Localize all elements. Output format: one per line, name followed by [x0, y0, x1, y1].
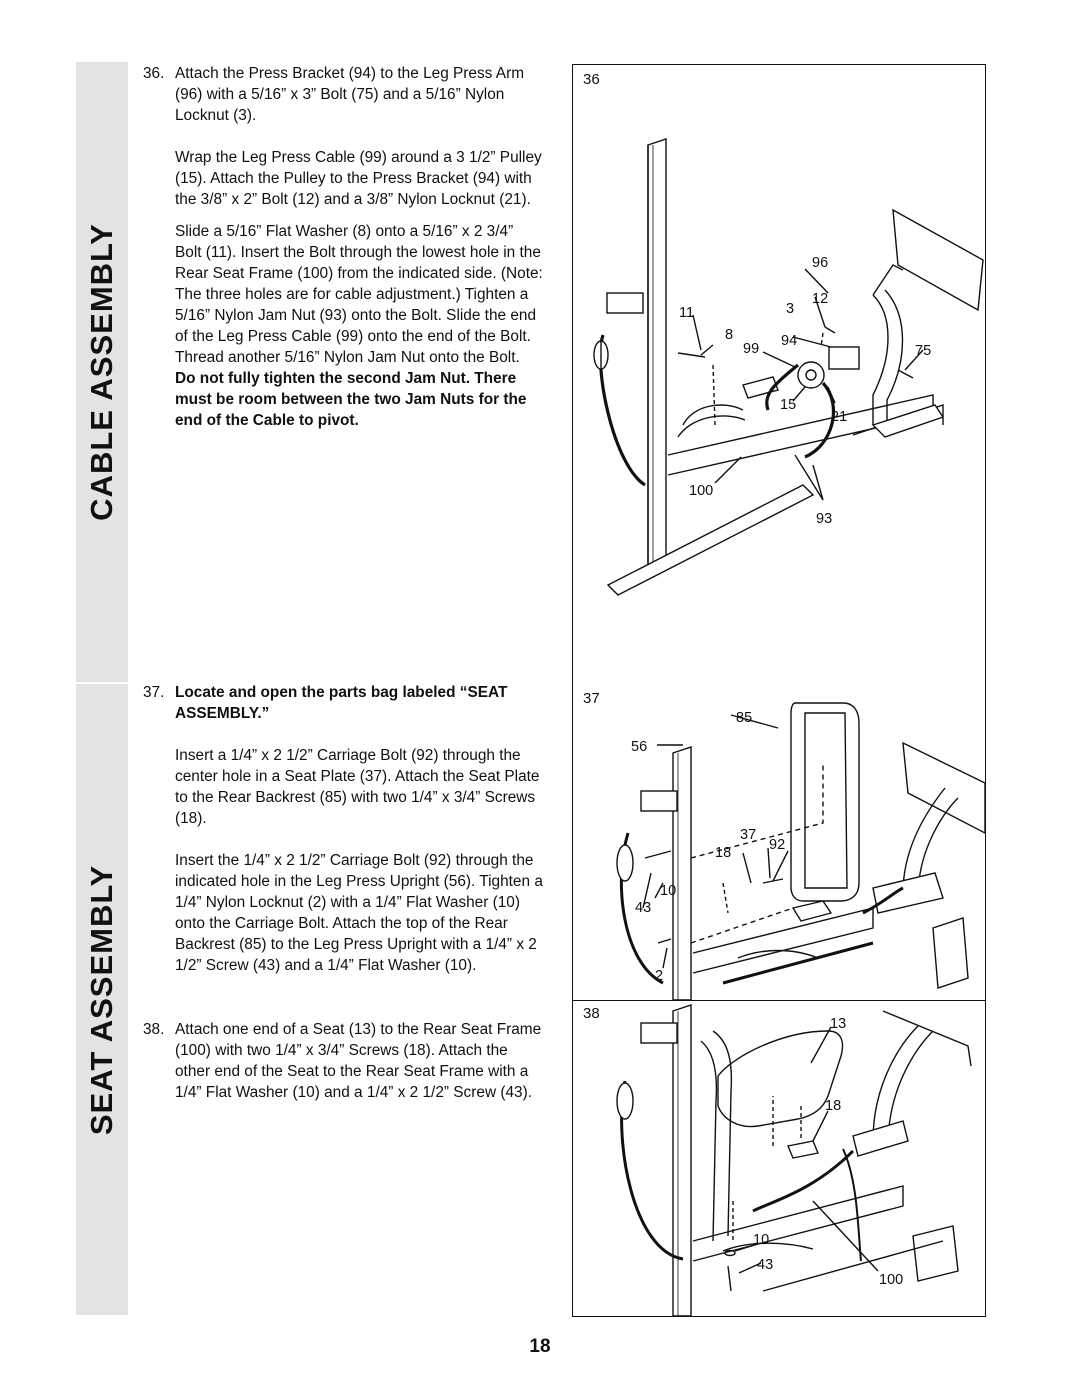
- callout-13: 13: [830, 1016, 846, 1032]
- callout-11: 11: [679, 305, 694, 321]
- figure-number: 37: [583, 690, 600, 707]
- step-number: 36.: [143, 65, 165, 82]
- seat-assembly-label: SEAT ASSEMBLY: [84, 864, 119, 1136]
- figure-number: 38: [583, 1005, 600, 1022]
- callout-2: 2: [655, 968, 663, 984]
- callout-18: 18: [825, 1098, 841, 1114]
- step-36: 36. Attach the Press Bracket (94) to the…: [143, 63, 543, 431]
- callout-75: 75: [915, 343, 931, 359]
- callout-94: 94: [781, 333, 797, 349]
- callout-85: 85: [736, 710, 752, 726]
- callout-56: 56: [631, 739, 647, 755]
- callout-15: 15: [780, 397, 796, 413]
- callout-100: 100: [689, 483, 713, 499]
- callout-99: 99: [743, 341, 759, 357]
- callout-96: 96: [812, 255, 828, 271]
- step-36-warning: Do not fully tighten the second Jam Nut.…: [175, 370, 527, 429]
- step-37-paragraph-1: Insert a 1/4” x 2 1/2” Carriage Bolt (92…: [175, 747, 540, 827]
- page-number: 18: [529, 1336, 551, 1357]
- figure-37: 37: [572, 683, 986, 1001]
- callout-12: 12: [812, 291, 828, 307]
- step-36-paragraph-1: Attach the Press Bracket (94) to the Leg…: [175, 65, 525, 124]
- step-38-paragraph-1: Attach one end of a Seat (13) to the Rea…: [175, 1021, 542, 1101]
- cable-assembly-label: CABLE ASSEMBLY: [84, 223, 119, 521]
- callout-37: 37: [740, 827, 756, 843]
- figure-36: 36: [572, 64, 986, 685]
- figure-number: 36: [583, 71, 600, 88]
- callout-8: 8: [725, 327, 733, 343]
- callout-92: 92: [769, 837, 785, 853]
- step-37: 37. Locate and open the parts bag labele…: [143, 682, 543, 976]
- callout-10: 10: [660, 883, 676, 899]
- step-36-paragraph-3: Slide a 5/16” Flat Washer (8) onto a 5/1…: [175, 221, 543, 431]
- callout-21: 21: [831, 409, 847, 425]
- callout-18: 18: [715, 845, 731, 861]
- section-sidebar: [76, 62, 128, 1315]
- step-37-heading: Locate and open the parts bag labeled “S…: [175, 684, 508, 722]
- callout-3: 3: [786, 301, 794, 317]
- figure-36-illustration: 96 12 11 3 8 99 94 75 15 21 100 93: [593, 138, 984, 596]
- callout-93: 93: [816, 511, 832, 527]
- figure-38: 38: [572, 1000, 986, 1317]
- callout-43: 43: [635, 900, 651, 916]
- callout-100: 100: [879, 1272, 903, 1288]
- figure-37-illustration: 85 56 37 92 18 10 43 2: [616, 702, 985, 1000]
- step-38: 38. Attach one end of a Seat (13) to the…: [143, 1019, 543, 1103]
- callout-43: 43: [757, 1257, 773, 1273]
- step-37-paragraph-2: Insert the 1/4” x 2 1/2” Carriage Bolt (…: [175, 852, 543, 974]
- step-number: 37.: [143, 684, 165, 701]
- step-36-paragraph-2: Wrap the Leg Press Cable (99) around a 3…: [175, 149, 542, 208]
- figure-38-illustration: 13 18 10 43 100: [616, 1004, 972, 1316]
- step-36-paragraph-3-text: Slide a 5/16” Flat Washer (8) onto a 5/1…: [175, 223, 543, 366]
- step-number: 38.: [143, 1021, 165, 1038]
- callout-10: 10: [753, 1232, 769, 1248]
- sidebar-divider: [76, 682, 128, 684]
